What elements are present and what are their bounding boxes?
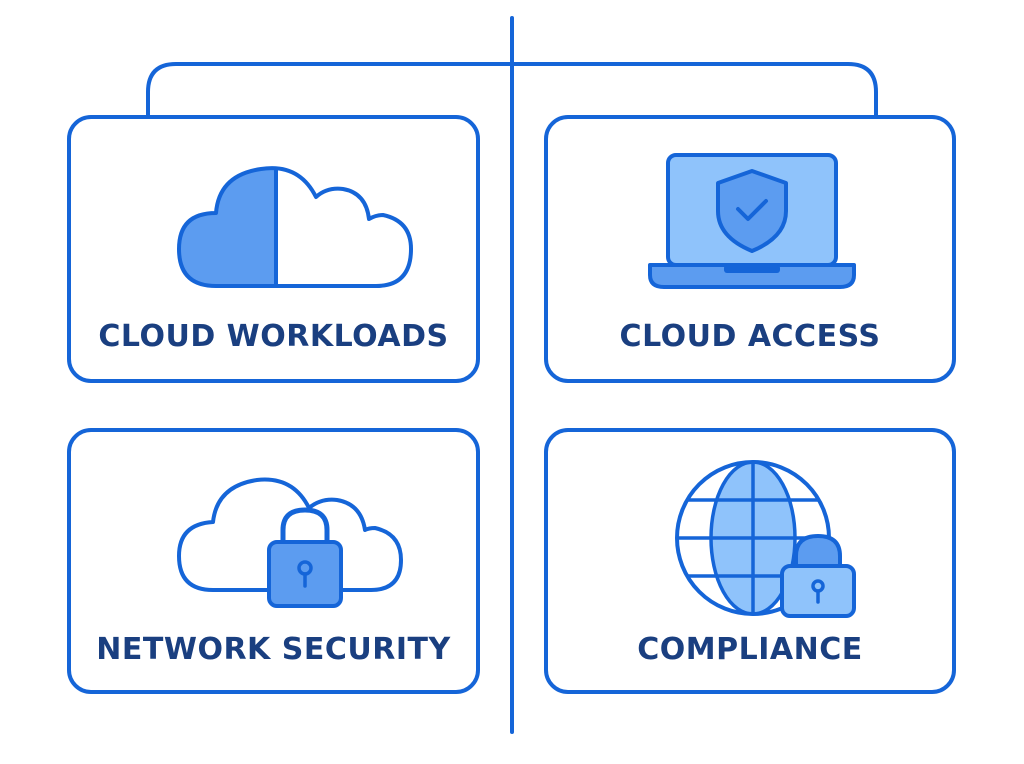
card-cloud-access: CLOUD ACCESS <box>544 115 956 383</box>
card-compliance: COMPLIANCE <box>544 428 956 694</box>
cloud-padlock-icon <box>177 477 403 608</box>
globe-padlock-icon <box>675 460 856 618</box>
card-cloud-workloads: CLOUD WORKLOADS <box>67 115 480 383</box>
card-label: NETWORK SECURITY <box>96 632 451 667</box>
card-label: COMPLIANCE <box>637 632 863 667</box>
card-label: CLOUD WORKLOADS <box>98 319 449 354</box>
half-filled-cloud-icon <box>177 166 413 288</box>
laptop-shield-icon <box>648 153 856 289</box>
card-label: CLOUD ACCESS <box>619 319 881 354</box>
top-bracket-line <box>146 62 878 118</box>
card-network-security: NETWORK SECURITY <box>67 428 480 694</box>
